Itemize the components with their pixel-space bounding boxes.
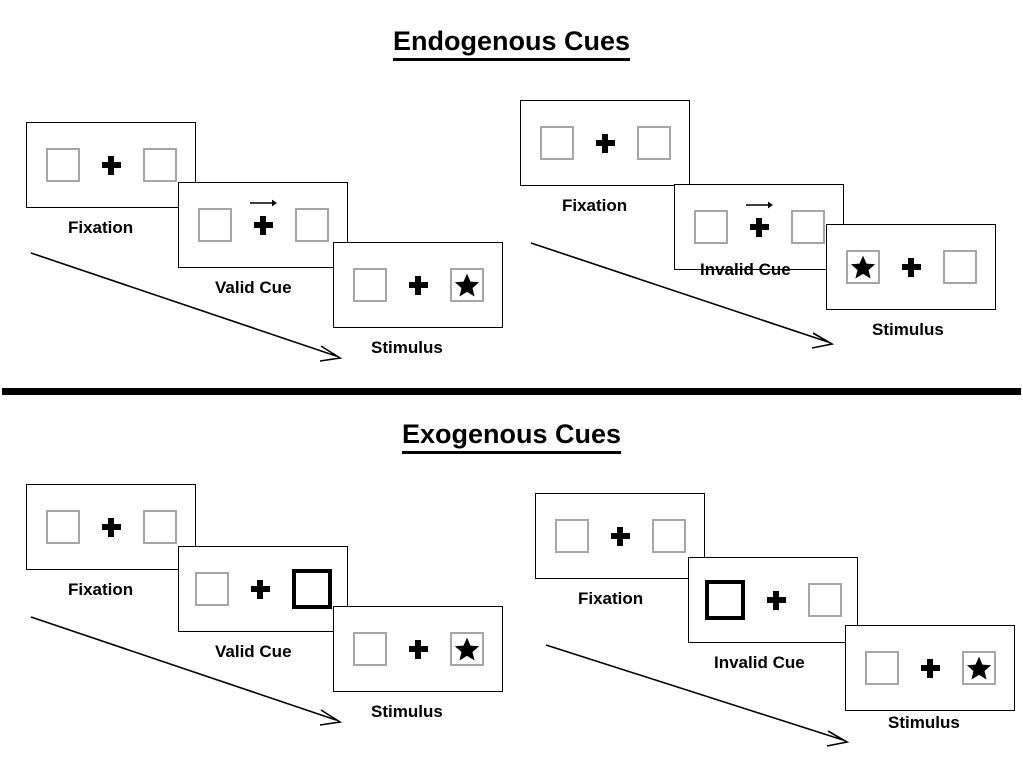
highlighted-box-icon [291,569,332,609]
caption-exogenous-invalid-stimulus: Stimulus [888,713,960,732]
panel-content [45,510,177,544]
placeholder-box-right [651,519,686,553]
panel-content [693,201,825,244]
caption-exogenous-invalid-cue: Invalid Cue [714,653,805,672]
panel-content [352,632,484,666]
fixation-slot [101,155,121,175]
caption-endogenous-invalid-cue: Invalid Cue [700,260,791,279]
star-icon [966,656,991,680]
plus-cross-icon [101,155,121,175]
panel-content [194,569,332,609]
panel-content [704,580,842,620]
placeholder-box-left [194,572,229,606]
fixation-slot [920,658,940,678]
plus-cross-icon [610,526,630,546]
fixation-slot [901,257,921,277]
caption-exogenous-valid-stimulus: Stimulus [371,702,443,721]
plus-cross-icon [101,517,121,537]
plus-cross-icon [766,590,786,610]
caption-exogenous-invalid-fixation: Fixation [578,589,644,608]
caption-endogenous-valid-fixation: Fixation [68,218,134,237]
arrow-right-icon [746,201,773,208]
placeholder-box-left [45,148,80,182]
panel-endogenous-invalid-cue [674,184,844,270]
panel-content [864,651,996,685]
fixation-slot [595,133,615,153]
star-icon [850,255,875,279]
plus-cross-icon [253,215,273,235]
fixation-slot [250,579,270,599]
panel-content [197,199,329,242]
plus-cross-icon [408,639,428,659]
fixation-slot [101,517,121,537]
fixation-slot [408,639,428,659]
placeholder-box-right [807,583,842,617]
plus-cross-icon [408,275,428,295]
placeholder-box-right [636,126,671,160]
star-icon [454,273,479,297]
panel-endogenous-invalid-fixation [520,100,690,186]
caption-endogenous-valid-cue: Valid Cue [215,278,292,297]
fixation-slot [610,526,630,546]
panel-exogenous-valid-fixation [26,484,196,570]
section-divider [2,388,1021,395]
placeholder-box-left [352,632,387,666]
panel-content [539,126,671,160]
placeholder-box-left [864,651,899,685]
section-title-exogenous: Exogenous Cues [0,419,1023,454]
arrow-right-icon [250,199,277,206]
panel-content [45,148,177,182]
placeholder-box-left [554,519,589,553]
placeholder-box-left [845,250,880,284]
plus-cross-icon [250,579,270,599]
placeholder-box-left [539,126,574,160]
plus-cross-icon [901,257,921,277]
section-title-exogenous-text: Exogenous Cues [401,419,622,454]
panel-content [845,250,977,284]
placeholder-box-right [142,510,177,544]
highlighted-box-icon [704,580,745,620]
placeholder-box-right [294,208,329,242]
placeholder-box-right [449,632,484,666]
plus-cross-icon [749,217,769,237]
caption-exogenous-valid-cue: Valid Cue [215,642,292,661]
placeholder-box-right [142,148,177,182]
caption-exogenous-valid-fixation: Fixation [68,580,134,599]
fixation-slot [250,199,277,235]
panel-exogenous-invalid-cue [688,557,858,643]
caption-endogenous-valid-stimulus: Stimulus [371,338,443,357]
panel-exogenous-valid-cue [178,546,348,632]
placeholder-box-left [693,210,728,244]
panel-endogenous-valid-cue [178,182,348,268]
fixation-slot [766,590,786,610]
placeholder-box-right [790,210,825,244]
panel-exogenous-invalid-fixation [535,493,705,579]
placeholder-box-left [197,208,232,242]
placeholder-box-right [942,250,977,284]
fixation-slot [746,201,773,237]
placeholder-box-right [961,651,996,685]
panel-endogenous-valid-fixation [26,122,196,208]
section-title-endogenous-text: Endogenous Cues [392,26,630,61]
panel-exogenous-valid-stimulus [333,606,503,692]
placeholder-box-left [352,268,387,302]
plus-cross-icon [595,133,615,153]
panel-endogenous-invalid-stimulus [826,224,996,310]
placeholder-box-right [449,268,484,302]
fixation-slot [408,275,428,295]
plus-cross-icon [920,658,940,678]
timeline-arrow-exogenous-invalid [545,644,850,747]
panel-content [554,519,686,553]
caption-endogenous-invalid-fixation: Fixation [562,196,628,215]
panel-endogenous-valid-stimulus [333,242,503,328]
placeholder-box-left [45,510,80,544]
section-title-endogenous: Endogenous Cues [0,26,1023,61]
panel-content [352,268,484,302]
panel-exogenous-invalid-stimulus [845,625,1015,711]
star-icon [454,637,479,661]
caption-endogenous-invalid-stimulus: Stimulus [872,320,944,339]
